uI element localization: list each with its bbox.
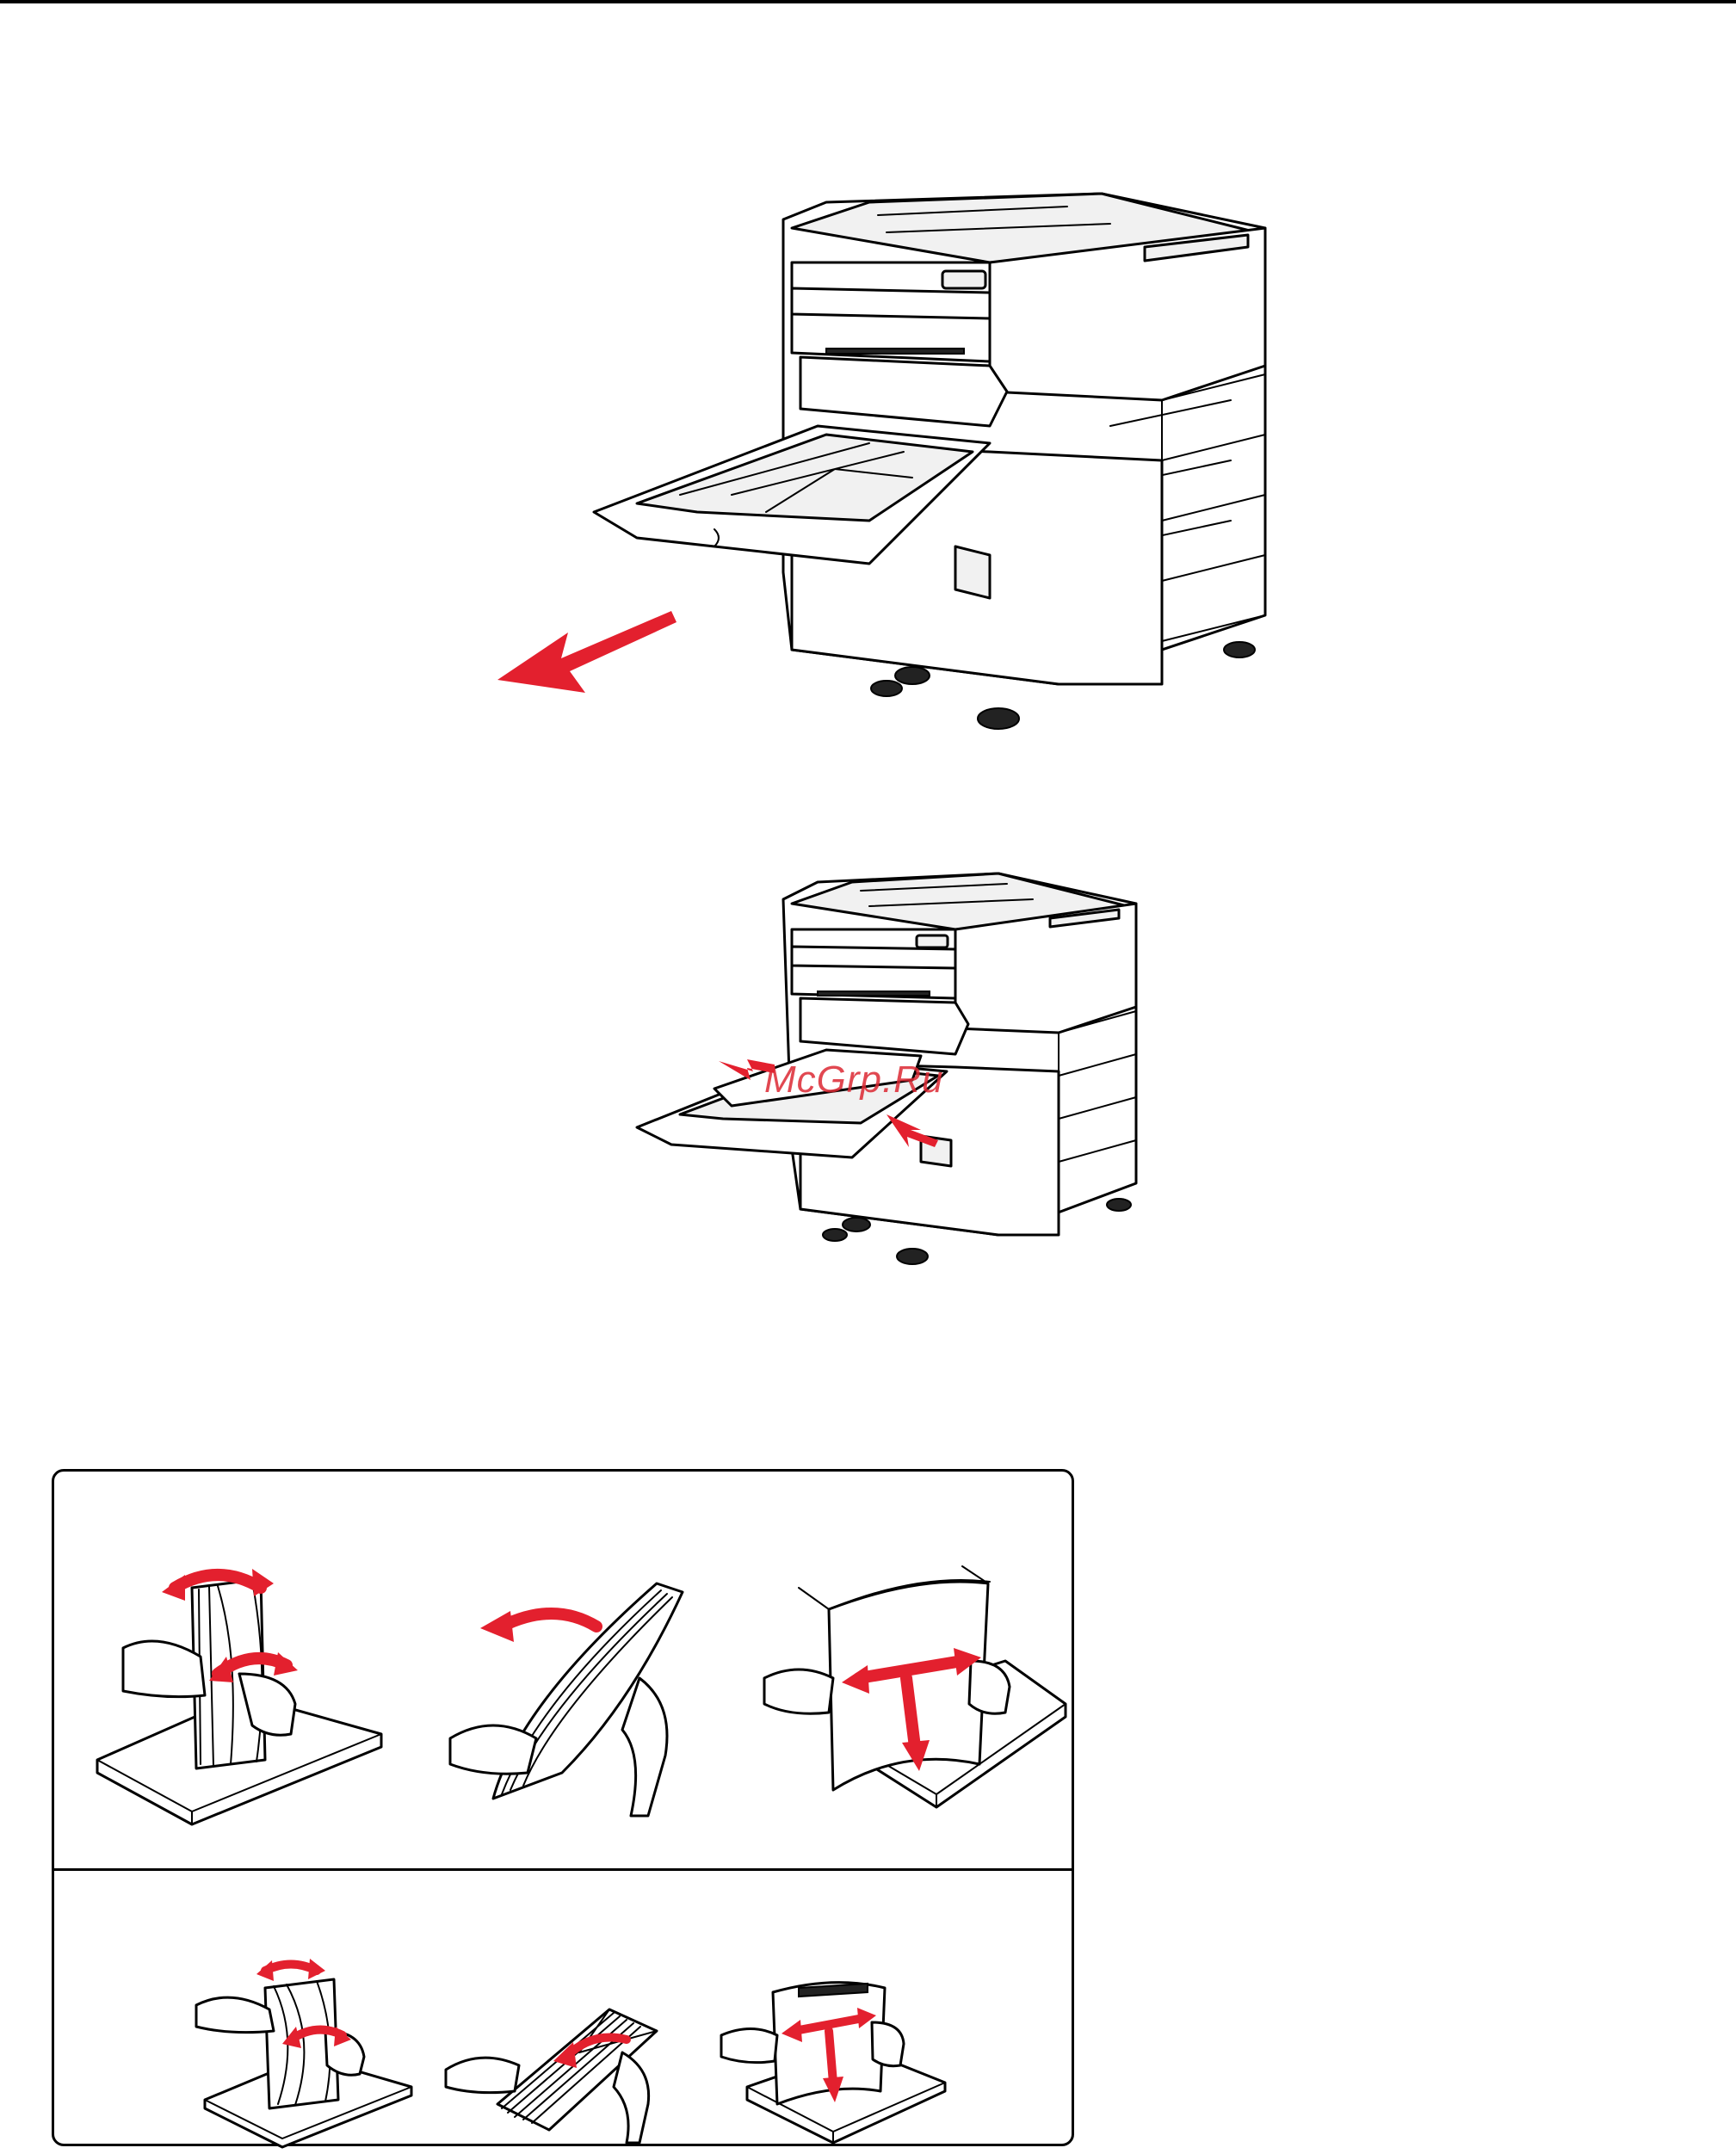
straighten-paper-illustration [747,1549,1057,1833]
fan-paper-illustration [442,1566,734,1824]
flex-envelopes-illustration [188,1936,429,2143]
printer-illustration-extend [508,168,1282,753]
pull-arrow [497,611,676,693]
flex-paper-illustration [89,1553,381,1829]
media-prep-panel [52,1469,1074,2146]
watermark-text: McGrp.Ru [764,1058,943,1102]
fan-envelopes-illustration [437,1949,678,2147]
panel-divider [54,1868,1072,1871]
straighten-envelopes-illustration [713,1941,954,2147]
page-top-rule [0,0,1736,3]
